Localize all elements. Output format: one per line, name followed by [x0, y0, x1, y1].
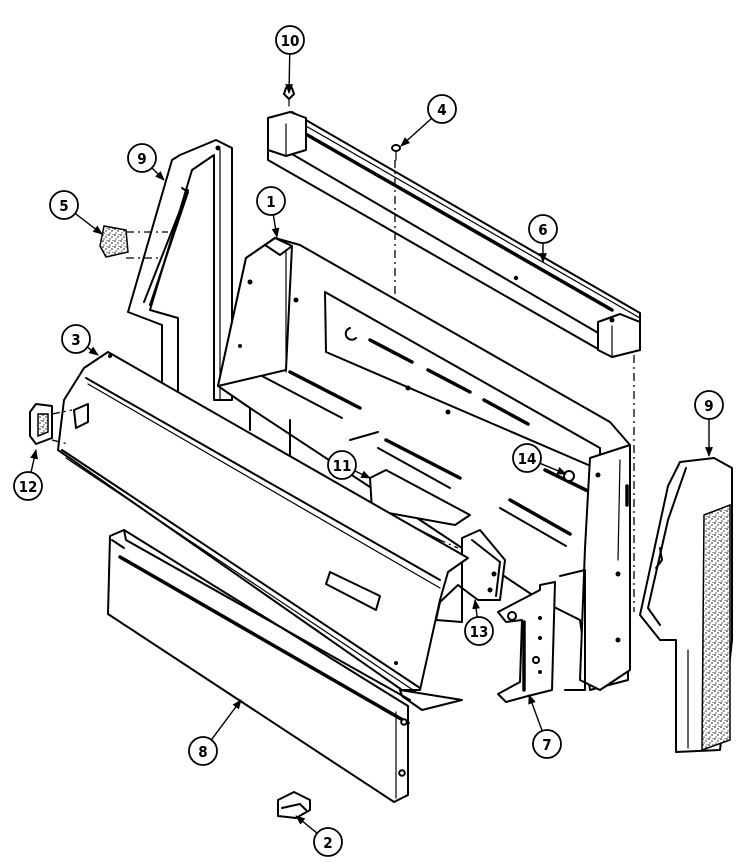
callout-10: 10 — [275, 25, 305, 94]
callout-7: 7 — [528, 694, 562, 759]
callout-number: 9 — [704, 397, 713, 415]
leader-arrow — [30, 449, 38, 473]
callout-8: 8 — [188, 699, 242, 766]
callout-circle — [532, 729, 562, 759]
callout-number: 3 — [71, 331, 80, 349]
callout-number: 5 — [59, 197, 68, 215]
leader-arrow — [295, 815, 318, 834]
part-1-control-panel-frame — [217, 237, 631, 691]
callout-number: 9 — [137, 150, 146, 168]
callout-layer: 10 4 9 5 1 6 3 9 14 11 12 13 7 8 2 — [13, 25, 724, 857]
callout-circle — [694, 390, 724, 420]
callout-circle — [61, 324, 91, 354]
callout-number: 4 — [437, 101, 446, 119]
part-9-end-cap-left — [127, 139, 233, 401]
callout-number: 11 — [333, 457, 352, 475]
callout-circle — [188, 736, 218, 766]
part-12-switch — [29, 403, 73, 445]
callout-6: 6 — [528, 214, 558, 263]
callout-circle — [275, 25, 305, 55]
leader-arrow — [528, 694, 543, 732]
callout-number: 10 — [281, 32, 300, 50]
leader-arrow — [285, 53, 294, 94]
leader-arrow — [400, 117, 433, 147]
callout-number: 6 — [538, 221, 547, 239]
part-4-screw — [391, 144, 635, 612]
callout-circle — [256, 186, 286, 216]
callout-circle — [327, 450, 357, 480]
callout-11: 11 — [327, 450, 371, 480]
callout-2: 2 — [295, 815, 343, 857]
callout-9: 9 — [694, 390, 724, 457]
callout-circle — [464, 616, 494, 646]
callout-circle — [313, 827, 343, 857]
callout-circle — [528, 214, 558, 244]
callout-circle — [127, 143, 157, 173]
leader-arrow — [74, 212, 103, 235]
part-7-hinge-bracket — [497, 569, 586, 703]
part-6-top-rail — [267, 111, 641, 358]
part-2-clip — [277, 791, 311, 819]
part-3-control-panel-front — [57, 351, 469, 711]
callout-1: 1 — [256, 186, 286, 238]
callout-12: 12 — [13, 449, 43, 501]
callout-number: 8 — [198, 743, 207, 761]
callout-9: 9 — [127, 143, 165, 181]
callout-circle — [427, 94, 457, 124]
callout-circle — [512, 443, 542, 473]
part-13-switch-bracket — [435, 529, 506, 623]
callout-4: 4 — [400, 94, 457, 147]
part-9-end-cap-right — [639, 457, 733, 753]
leader-arrow — [354, 470, 371, 479]
callout-3: 3 — [61, 324, 99, 356]
callout-number: 1 — [266, 193, 275, 211]
callout-circle — [13, 471, 43, 501]
leader-arrow — [539, 462, 567, 475]
callout-number: 13 — [470, 623, 489, 641]
leader-arrow — [86, 346, 99, 356]
callout-circle — [49, 190, 79, 220]
part-5-insulation-pad — [99, 225, 168, 259]
leader-arrow — [271, 214, 280, 238]
leader-arrow — [210, 699, 242, 741]
callout-number: 12 — [19, 478, 38, 496]
leader-arrow — [151, 167, 165, 181]
callout-number: 7 — [542, 736, 551, 754]
callout-5: 5 — [49, 190, 103, 235]
callout-number: 2 — [323, 834, 332, 852]
leader-arrow — [472, 599, 481, 618]
callout-number: 14 — [518, 450, 537, 468]
callout-13: 13 — [464, 599, 494, 646]
part-8-lower-trim-panel — [107, 529, 411, 803]
callout-14: 14 — [512, 443, 567, 475]
